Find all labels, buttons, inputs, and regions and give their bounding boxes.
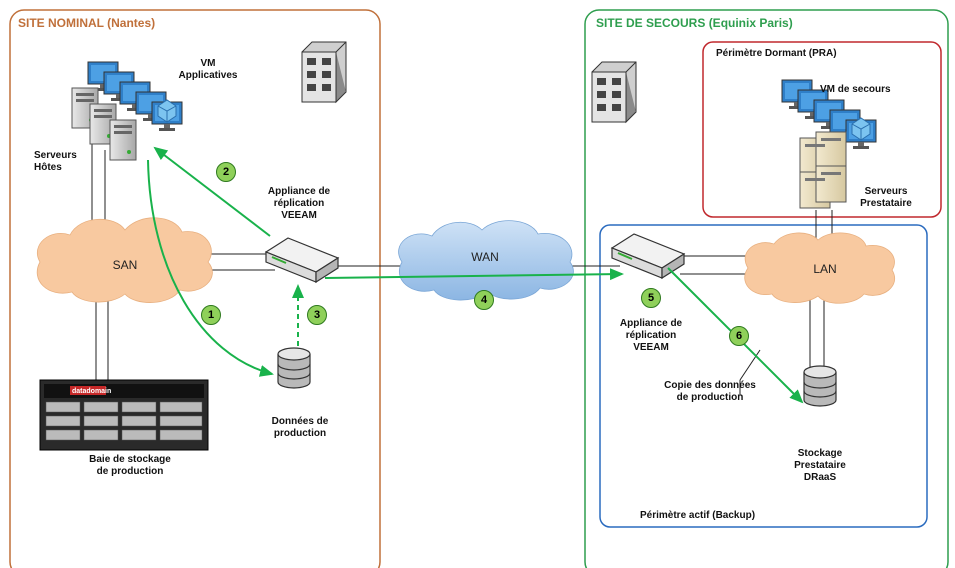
zone-actif-frame [599, 224, 928, 528]
san-cloud: SAN [112, 258, 138, 272]
copie-label: Copie des données de production [664, 380, 756, 403]
step-badge-3: 3 [307, 305, 327, 325]
appliance-left-label: Appliance de réplication VEEAM [267, 186, 331, 221]
database-icon [803, 365, 837, 407]
wan-cloud: WAN [471, 250, 499, 264]
site-nominal-title: SITE NOMINAL (Nantes) [18, 16, 156, 30]
storage-array-icon [39, 379, 209, 451]
vm-secours-label: VM de secours [820, 84, 891, 95]
flow-arrows [147, 146, 804, 404]
array-brand-label: datadomain [72, 388, 111, 395]
zone-dormant-frame [702, 41, 942, 218]
step-badge-5: 5 [641, 288, 661, 308]
baie-label: Baie de stockage de production [89, 454, 171, 477]
appliance-right-label: Appliance de réplication VEEAM [619, 318, 683, 353]
wan-cloud-shape [398, 220, 574, 301]
lan-cloud-shape [744, 232, 895, 304]
step-badge-4: 4 [474, 290, 494, 310]
site-secours-frame [584, 9, 949, 568]
vm-applicatives-label: VM Applicatives [178, 58, 238, 81]
zone-dormant-title: Périmètre Dormant (PRA) [716, 48, 837, 59]
lan-cloud: LAN [813, 262, 837, 276]
stockage-label: Stockage Prestataire DRaaS [794, 448, 846, 483]
donnees-label: Données de production [271, 416, 329, 439]
san-cloud-shape [36, 217, 213, 303]
site-secours-title: SITE DE SECOURS (Equinix Paris) [596, 16, 793, 30]
appliance-icon [265, 237, 339, 283]
serveurs-prestataire-label: Serveurs Prestataire [860, 186, 912, 209]
database-icon [277, 347, 311, 389]
arrow-step-1 [147, 159, 274, 377]
arrow-step-2 [153, 146, 271, 237]
zone-actif-title: Périmètre actif (Backup) [640, 510, 756, 521]
appliance-icon [611, 233, 685, 279]
arrow-step-4 [324, 268, 624, 281]
serveurs-prestataire-towers [799, 131, 847, 209]
building-icon [301, 41, 347, 103]
step-badge-1: 1 [201, 305, 221, 325]
building-icon [591, 61, 637, 123]
serveurs-hotes-label: Serveurs Hôtes [34, 150, 77, 173]
step-badge-6: 6 [729, 326, 749, 346]
site-nominal-frame [9, 9, 381, 568]
step-badge-2: 2 [216, 162, 236, 182]
server-tower-icon [109, 119, 137, 161]
